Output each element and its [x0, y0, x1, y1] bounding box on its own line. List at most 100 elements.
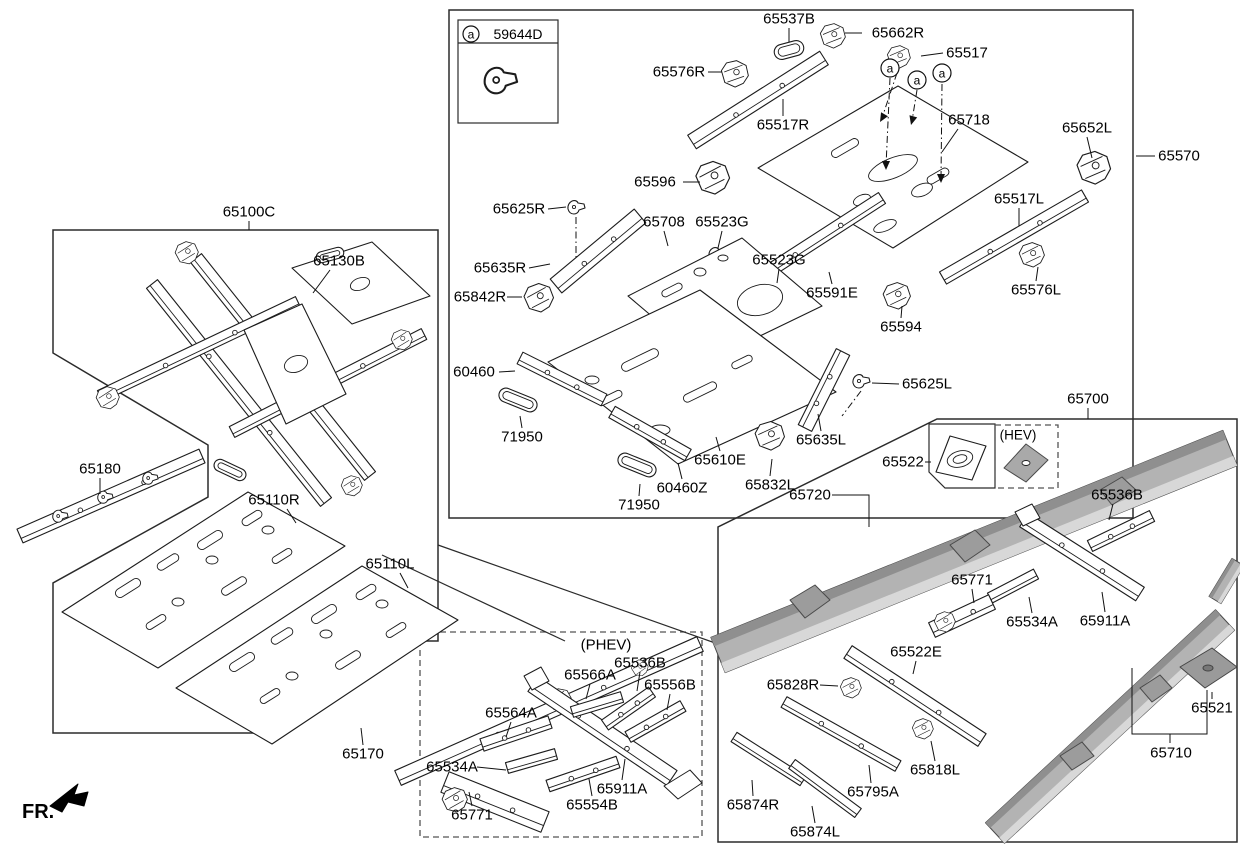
part-label: 65534A — [426, 759, 478, 776]
part-shape — [1208, 557, 1240, 605]
part-label: 65594 — [880, 319, 922, 336]
part-label: 65708 — [643, 214, 685, 231]
leader-line — [1035, 266, 1039, 282]
part-shape — [911, 718, 934, 740]
part-label: 65576L — [1011, 282, 1061, 299]
panel-shape — [243, 303, 347, 425]
leader-line — [638, 483, 641, 497]
leader-line — [476, 766, 507, 771]
part-label: 65566A — [564, 667, 616, 684]
part-shape — [315, 246, 345, 264]
leader-line — [1028, 596, 1033, 614]
part-label: 65635R — [474, 260, 527, 277]
leader-line — [588, 778, 593, 797]
part-label: 65523G — [695, 214, 748, 231]
part-shape — [789, 584, 831, 619]
circled-marker — [907, 70, 927, 90]
leader-line — [1108, 503, 1114, 521]
part-label: 60460Z — [657, 480, 708, 497]
marker-letter: a — [939, 67, 946, 81]
part-label: 59644D — [493, 26, 542, 42]
leader-line — [930, 740, 936, 762]
leader-line — [547, 206, 567, 210]
part-label: 65911A — [597, 781, 648, 798]
part-label: 65517R — [757, 117, 810, 134]
part-shape — [504, 748, 559, 774]
marker-letter: a — [887, 62, 894, 76]
leader-line — [498, 370, 516, 373]
part-shape — [624, 700, 687, 743]
part-label: 65180 — [79, 461, 121, 478]
part-shape — [687, 50, 829, 150]
part-shape — [788, 759, 862, 818]
panel-shape — [175, 565, 459, 745]
marker-letter: a — [914, 74, 921, 88]
part-label: 65596 — [634, 174, 676, 191]
leader-line — [941, 128, 959, 153]
part-label: 65911A — [1080, 613, 1131, 630]
part-label: FR. — [22, 801, 54, 823]
leader-line — [286, 508, 297, 524]
leader-line — [751, 779, 754, 797]
part-label: 65700 — [1067, 391, 1109, 408]
part-label: 65536B — [1091, 487, 1143, 504]
part-shape — [1059, 741, 1095, 771]
clip-shape — [567, 200, 586, 215]
part-label: 65710 — [1150, 745, 1192, 762]
part-label: 65110L — [366, 556, 415, 573]
fr-direction-arrow — [49, 783, 89, 813]
part-label: 65842R — [454, 289, 507, 306]
part-label: (HEV) — [1000, 428, 1037, 443]
part-label: 71950 — [501, 429, 543, 446]
leader-line — [920, 52, 944, 57]
leader-line — [817, 413, 822, 432]
leader-line — [399, 572, 409, 589]
part-shape — [95, 386, 120, 410]
leader-line — [468, 791, 473, 807]
leader-line — [528, 263, 551, 269]
part-label: 65591E — [806, 285, 858, 302]
part-shape — [720, 60, 749, 88]
part-shape — [1018, 242, 1045, 268]
part-shape — [882, 282, 911, 310]
part-label: 65537B — [763, 11, 815, 28]
part-label: 65828R — [767, 677, 820, 694]
part-shape — [949, 529, 991, 563]
part-label: 65554B — [566, 797, 618, 814]
leader-lines — [99, 28, 1213, 824]
leader-line — [312, 269, 331, 294]
circled-marker — [462, 25, 480, 43]
leader-line — [677, 462, 683, 480]
part-shape — [479, 715, 553, 752]
rear-floor-group-box — [448, 9, 1134, 519]
part-shape — [213, 458, 247, 482]
part-label: 65832L — [745, 477, 795, 494]
part-label: 60460 — [453, 364, 495, 381]
part-shape — [1086, 510, 1156, 552]
panel-shape — [291, 241, 431, 325]
part-shape — [601, 686, 656, 731]
leader-line — [519, 415, 523, 429]
part-shape — [545, 755, 621, 793]
leader-line — [828, 271, 833, 285]
part-shape — [1099, 476, 1137, 506]
part-shape — [933, 611, 956, 633]
leader-line — [776, 268, 780, 284]
connector-line — [437, 544, 719, 645]
part-shape — [145, 279, 333, 507]
part-shape — [390, 329, 413, 351]
part-label: 65564A — [485, 705, 537, 722]
part-label: 65625R — [493, 201, 546, 218]
leader-line — [360, 727, 364, 746]
part-label: 71950 — [618, 497, 660, 514]
panel-shape — [61, 491, 346, 669]
part-label: 65874R — [727, 797, 780, 814]
part-shape — [498, 387, 538, 413]
circled-marker — [932, 63, 952, 83]
leader-line — [505, 721, 512, 738]
part-label: 65635L — [796, 432, 846, 449]
part-shape — [1019, 512, 1145, 602]
clip-shape — [852, 374, 871, 389]
